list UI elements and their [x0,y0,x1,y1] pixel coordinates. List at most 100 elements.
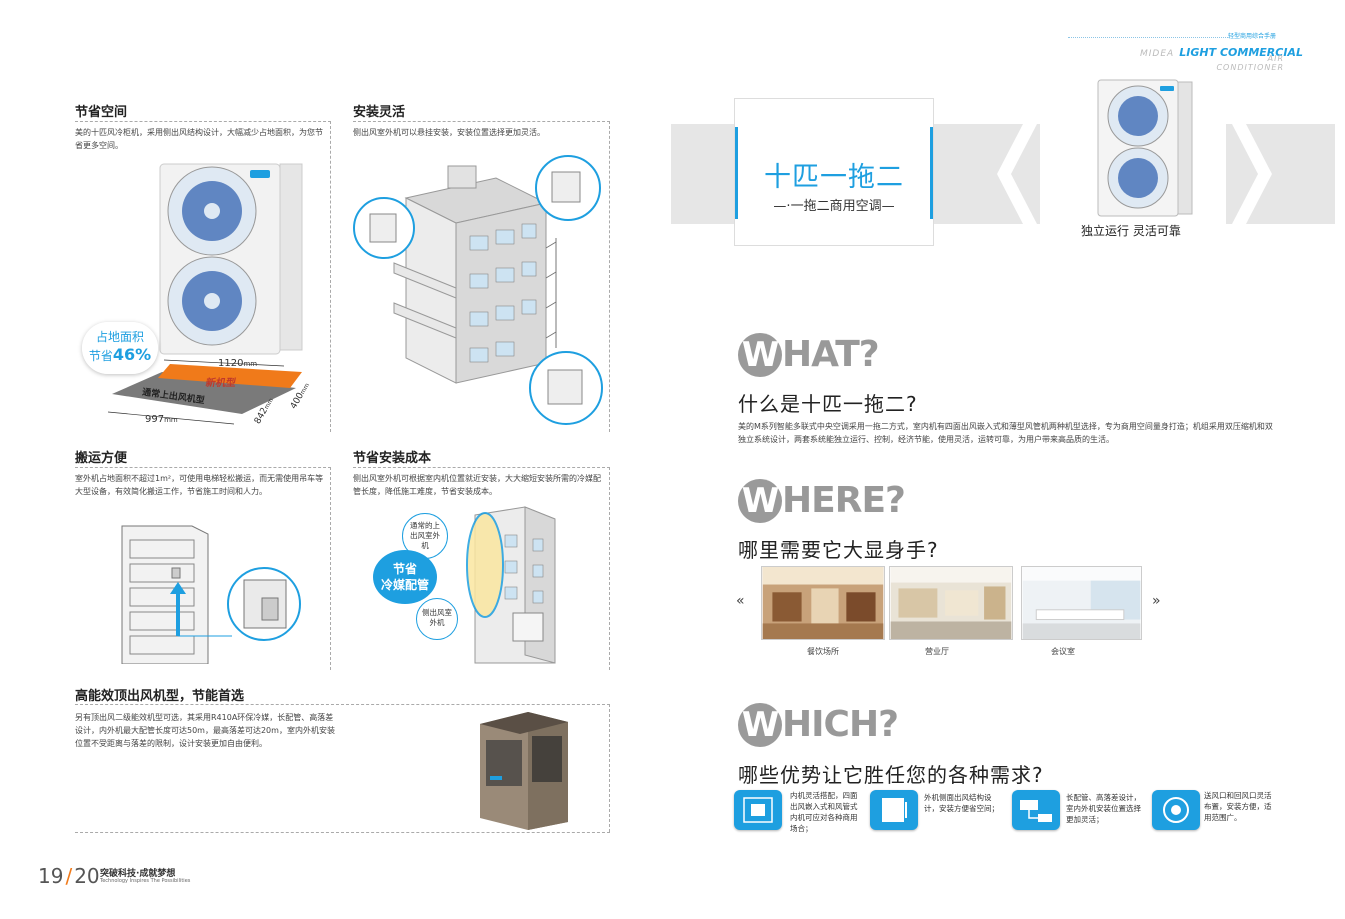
feature-icon-airflow [1152,790,1200,830]
dim-base-width: 997mm [145,414,178,425]
brand-main: LIGHT COMMERCIAL [1179,46,1303,59]
feature-text-4: 送风口和回风口灵活布置，安装方便，适用范围广。 [1204,791,1272,822]
feature-text-2: 外机侧面出风结构设计，安装方便省空间； [924,793,999,813]
dim-width: 1120mm [218,358,257,369]
old-footprint [112,372,296,414]
header-dots [1068,37,1228,38]
feature-icon-cassette [734,790,782,830]
which-heading: 哪些优势让它胜任您的各种需求? [738,763,1044,787]
s1-rule [75,121,331,122]
s2-rule [353,121,610,122]
s3-elevator-illustration [121,525,301,664]
badge-prefix: 节省 [88,349,113,363]
where-letter: W [738,479,782,523]
callout-mid: 节省 冷媒配管 [373,550,437,604]
badge-line2: 节省46% [82,345,158,364]
hero-tagline: 独立运行 灵活可靠 [1081,224,1181,238]
hero-frame-left-bar [735,127,738,219]
feature-text-3: 长配管、高落差设计，室内外机安装位置选择更加灵活； [1066,793,1141,824]
s5-box [75,704,610,832]
s2-building-illustration [353,155,603,425]
page-slash: / [65,864,73,888]
brand-sub: AIR CONDITIONER [1216,54,1284,72]
s4-box [353,467,610,670]
photo-restaurant [761,566,885,640]
area-saving-badge: 占地面积 节省46% [82,322,158,374]
dim-base-width-value: 997 [145,414,165,425]
header-brand: MIDEA LIGHT COMMERCIAL [1140,41,1303,60]
airflow-icon [1163,797,1189,823]
dim-base-width-unit: mm [164,416,178,424]
callout-top: 通常的上出风室外机 [402,513,448,559]
page-numbers: 19/20 [38,864,100,888]
photo-meeting-room [1021,566,1142,640]
s1-unit-illustration [107,163,303,425]
dim-width-value: 1120 [218,358,244,369]
s3-text: 室外机占地面积不超过1m²，可使用电梯轻松搬运，而无需使用吊车等大型设备，有效简… [75,474,324,496]
s1-box [75,121,331,432]
footer-slogan-en: Technology Inspires The Possibilities [100,878,191,884]
photo-business-hall [889,566,1013,640]
chevron-left-icon [997,124,1037,224]
what-rest: HAT? [782,334,880,375]
caption-business-hall: 营业厅 [925,647,949,656]
where-rest: HERE? [782,480,906,521]
feature-icon-piping [1012,790,1060,830]
hero-subtitle-text: 一拖二商用空调 [790,199,882,214]
s5-text: 另有顶出风二级能效机型可选，其采用R410A环保冷媒，长配管、高落差设计，内外机… [75,713,335,748]
s2-box [353,121,610,432]
page-left: 19 [38,864,64,888]
s4-building-illustration [466,506,556,664]
hero-frame: 十匹一拖二 —·一拖二商用空调— [734,98,934,246]
new-model-label: 新机型 [204,378,237,389]
badge-pct: 46% [112,345,152,364]
hero-subtitle: —·一拖二商用空调— [773,199,895,214]
chevron-right-icon [1232,124,1272,224]
badge-line1: 占地面积 [95,330,144,344]
callout-bot: 侧出风室外机 [416,598,458,640]
callout-mid-2: 冷媒配管 [380,578,429,592]
s3-box [75,467,331,670]
feature-text-1: 内机灵活搭配，四面出风嵌入式和风管式内机可应对各种商用场合； [790,791,858,833]
page-right: 20 [74,864,100,888]
caption-meeting-room: 会议室 [1051,647,1075,656]
callout-mid-1: 节省 [392,562,417,576]
s4-title: 节省安装成本 [353,451,432,466]
which-letter: W [738,703,782,747]
s5-bottom-rule [75,832,610,833]
piping-icon [1020,800,1052,822]
hero-title: 十匹一拖二 [764,162,904,193]
s5-title: 高能效顶出风机型，节能首选 [75,689,245,704]
header-subtitle: 轻型商用综合手册 [1228,33,1277,40]
feature-icon-outdoor [870,790,918,830]
what-heading: 什么是十匹一拖二? [738,392,918,416]
s5-top-discharge-unit [480,712,568,830]
what-letter: W [738,333,782,377]
footer-slogan: 突破科技·成就梦想 [100,869,176,879]
s1-text: 美的十匹风冷柜机，采用侧出风结构设计，大幅减少占地面积，为您节省更多空间。 [75,128,323,150]
s2-title: 安装灵活 [353,105,406,120]
s2-text: 侧出风室外机可以悬挂安装，安装位置选择更加灵活。 [353,128,545,137]
carousel-next-button[interactable]: » [1152,593,1161,609]
s3-rule [75,467,331,468]
where-heading: 哪里需要它大显身手? [738,538,939,562]
cassette-icon [743,797,773,823]
s5-rule [75,704,610,705]
new-footprint [158,364,302,388]
caption-restaurant: 餐饮场所 [807,647,839,656]
carousel-prev-button[interactable]: « [736,593,745,609]
s4-rule [353,467,610,468]
hero-frame-right-bar [930,127,933,219]
what-text: 美的M系列智能多联式中央空调采用一拖二方式，室内机有四面出风嵌入式和薄型风管机两… [738,422,1273,444]
s3-title: 搬运方便 [75,451,128,466]
which-rest: HICH? [782,704,899,745]
brand-midea: MIDEA [1140,49,1175,59]
outdoor-unit-icon [882,798,907,822]
s1-title: 节省空间 [75,105,128,120]
s4-text: 侧出风室外机可根据室内机位置就近安装，大大缩短安装所需的冷媒配管长度，降低施工难… [353,474,601,496]
dim-width-unit: mm [243,360,258,368]
hero-outdoor-unit [1097,79,1193,217]
